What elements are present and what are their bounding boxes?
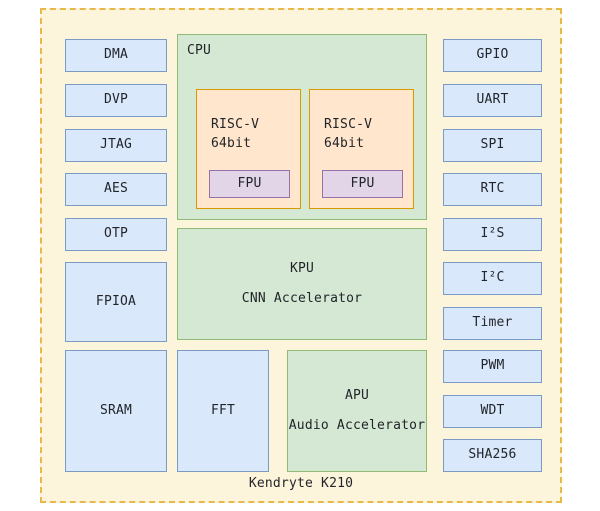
- block-label: GPIO: [476, 47, 509, 63]
- block-spi[interactable]: SPI: [443, 129, 542, 162]
- block-wdt[interactable]: WDT: [443, 395, 542, 428]
- block-dvp[interactable]: DVP: [65, 84, 167, 117]
- block-otp[interactable]: OTP: [65, 218, 167, 251]
- block-label: SPI: [480, 137, 505, 153]
- apu-subtitle: Audio Accelerator: [288, 417, 426, 433]
- fpu-label: FPU: [350, 175, 375, 191]
- block-apu[interactable]: APU Audio Accelerator: [287, 350, 427, 472]
- core-width: 64bit: [211, 135, 252, 151]
- block-gpio[interactable]: GPIO: [443, 39, 542, 72]
- block-dma[interactable]: DMA: [65, 39, 167, 72]
- core-name: RISC-V: [211, 117, 260, 132]
- block-label: DMA: [103, 47, 129, 63]
- block-sha256[interactable]: SHA256: [443, 439, 542, 472]
- cpu-core-1[interactable]: RISC-V 64bit FPU: [309, 89, 414, 209]
- block-i2c[interactable]: I²C: [443, 262, 542, 295]
- fpu-label: FPU: [237, 175, 262, 191]
- block-fft[interactable]: FFT: [177, 350, 269, 472]
- block-jtag[interactable]: JTAG: [65, 129, 167, 162]
- block-label: DVP: [103, 92, 129, 108]
- apu-title: APU: [344, 387, 370, 403]
- block-cpu[interactable]: CPU RISC-V 64bit FPU RISC-V 64bit FPU: [177, 34, 427, 220]
- block-label: Timer: [472, 315, 513, 331]
- block-kpu[interactable]: KPU CNN Accelerator: [177, 228, 427, 340]
- block-pwm[interactable]: PWM: [443, 350, 542, 383]
- block-label: SRAM: [99, 402, 133, 418]
- block-label: I²C: [480, 270, 505, 286]
- block-label: RTC: [480, 181, 505, 197]
- block-fpioa[interactable]: FPIOA: [65, 262, 167, 342]
- block-label: FPIOA: [95, 293, 137, 309]
- core-name: RISC-V: [324, 117, 373, 132]
- block-uart[interactable]: UART: [443, 84, 542, 117]
- core-width: 64bit: [324, 135, 365, 151]
- block-label: I²S: [480, 226, 505, 242]
- block-i2s[interactable]: I²S: [443, 218, 542, 251]
- kpu-subtitle: CNN Accelerator: [241, 290, 363, 306]
- block-sram[interactable]: SRAM: [65, 350, 167, 472]
- cpu-label: CPU: [187, 43, 212, 58]
- block-label: PWM: [480, 358, 505, 374]
- block-rtc[interactable]: RTC: [443, 173, 542, 206]
- kpu-title: KPU: [289, 260, 315, 276]
- chip-caption: Kendryte K210: [248, 476, 354, 491]
- block-timer[interactable]: Timer: [443, 307, 542, 340]
- cpu-core-0[interactable]: RISC-V 64bit FPU: [196, 89, 301, 209]
- block-aes[interactable]: AES: [65, 173, 167, 206]
- chip-boundary: DMA DVP JTAG AES OTP FPIOA SRAM CPU RISC…: [40, 8, 562, 503]
- block-label: OTP: [103, 226, 129, 242]
- block-label: JTAG: [99, 137, 133, 153]
- cpu-core-0-fpu[interactable]: FPU: [209, 170, 290, 198]
- cpu-core-1-fpu[interactable]: FPU: [322, 170, 403, 198]
- block-label: FFT: [210, 402, 236, 418]
- block-label: UART: [476, 92, 509, 108]
- block-label: AES: [103, 181, 129, 197]
- block-label: WDT: [480, 403, 505, 419]
- block-label: SHA256: [468, 447, 517, 463]
